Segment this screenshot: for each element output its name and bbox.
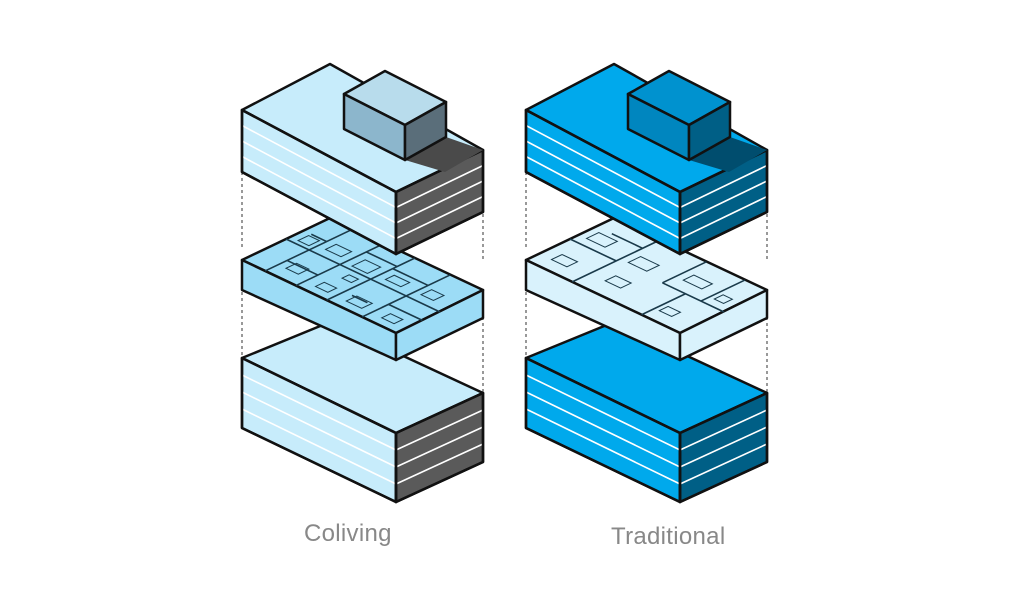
plan-furniture	[604, 275, 633, 289]
floor-line	[395, 409, 484, 451]
plan-furniture	[682, 274, 714, 290]
plan-wall	[569, 238, 617, 262]
plan-wall	[662, 282, 725, 313]
coliving-building-stack	[240, 62, 485, 504]
plan-wall	[700, 279, 746, 302]
plan-wall	[611, 232, 643, 250]
floor-line	[525, 391, 681, 468]
plan-furniture	[627, 256, 661, 272]
plan-furniture	[384, 274, 411, 288]
plan-furniture	[324, 243, 353, 258]
floor-line	[241, 391, 397, 468]
plan-furniture	[658, 305, 682, 318]
plan-furniture	[296, 234, 321, 247]
floor-plan	[550, 232, 746, 318]
floor-plan	[264, 228, 451, 325]
plan-wall	[285, 238, 441, 313]
traditional-building-stack	[524, 62, 769, 504]
floor-line	[679, 409, 768, 451]
floor-line	[241, 155, 397, 240]
plan-furniture	[713, 294, 734, 304]
plan-furniture	[314, 281, 338, 293]
floor-slab-side	[394, 288, 485, 362]
floor-line	[525, 408, 681, 485]
floor-line	[395, 164, 484, 209]
plan-wall	[310, 233, 328, 243]
floor-line	[679, 164, 768, 209]
plan-wall	[392, 267, 429, 287]
roof-shadow	[689, 137, 767, 172]
plan-furniture	[340, 274, 360, 284]
floor-line	[525, 140, 681, 224]
plan-wall	[388, 303, 423, 322]
plan-wall	[662, 261, 707, 284]
plan-furniture	[550, 253, 579, 268]
floor-line	[241, 124, 397, 209]
floor-line	[395, 426, 484, 468]
plan-furniture	[380, 313, 404, 325]
floor-line	[679, 443, 768, 485]
floor-line	[395, 443, 484, 485]
floor-line	[241, 140, 397, 224]
roof-box-side	[403, 100, 448, 162]
plan-wall	[641, 293, 686, 316]
floor-line	[525, 124, 681, 209]
floor-slab-side	[678, 288, 769, 362]
floor-line	[395, 195, 484, 240]
plan-wall	[286, 259, 319, 276]
plan-wall	[365, 251, 398, 268]
floor-line	[679, 426, 768, 468]
plan-furniture	[284, 262, 311, 275]
coliving-caption: Coliving	[304, 520, 392, 547]
floor-line	[395, 180, 484, 224]
floor-line	[525, 374, 681, 451]
floor-line	[679, 180, 768, 224]
floor-line	[241, 374, 397, 451]
roof-shadow	[405, 137, 483, 172]
plan-furniture	[345, 295, 374, 309]
plan-furniture	[350, 259, 382, 274]
floor-line	[679, 195, 768, 240]
plan-furniture	[585, 232, 619, 248]
traditional-caption: Traditional	[611, 523, 726, 550]
roof-box-side	[687, 100, 732, 162]
plan-furniture	[419, 289, 446, 302]
floor-line	[525, 155, 681, 240]
floor-line	[241, 408, 397, 485]
